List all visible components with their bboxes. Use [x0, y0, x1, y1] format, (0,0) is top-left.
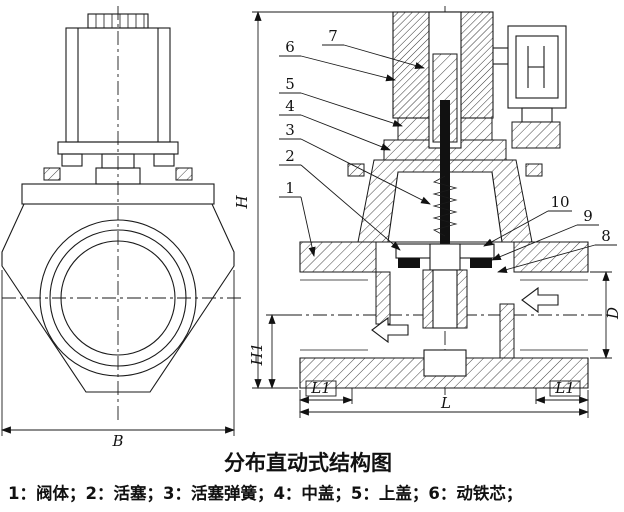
flow-arrows: [371, 286, 559, 344]
piston-spring: [432, 175, 458, 237]
valve-body-front: [1, 183, 235, 393]
dim-label-B: B: [111, 432, 123, 450]
body-outline: [1, 203, 235, 393]
coil-assembly-front: [43, 13, 193, 185]
cover-gasket-left: [347, 163, 365, 177]
legend-line: 1：阀体；2：活塞；3：活塞弹簧；4：中盖；5：上盖；6：动铁芯；: [8, 483, 522, 503]
section-view: [299, 11, 589, 389]
dim-label-D: D: [604, 307, 622, 320]
dim-label-H: H: [233, 195, 251, 210]
seal-left: [398, 258, 420, 268]
diagram-title: 分布直动式结构图: [224, 451, 392, 475]
dimensions: H H1 L L1 L1 D B: [1, 11, 622, 450]
callout-6: 6: [285, 38, 295, 56]
callout-8: 8: [601, 227, 611, 245]
gasket-right: [175, 167, 193, 181]
dim-label-H1: H1: [248, 343, 266, 367]
port-circle-outer: [39, 219, 197, 377]
piston-assembly: [395, 175, 495, 329]
dim-label-L1-right: L1: [554, 379, 575, 397]
connector-bracket: [511, 121, 561, 149]
callouts: 7 6 5 4 3 2 1 10 9 8: [279, 27, 617, 274]
callout-9: 9: [583, 207, 593, 225]
stem: [440, 100, 450, 246]
left-view: [1, 13, 235, 393]
coil-section: [392, 11, 494, 246]
body-section: [299, 241, 589, 389]
seat-wall-left: [422, 269, 434, 329]
callout-1: 1: [285, 179, 295, 197]
port-circle-mid: [49, 229, 187, 367]
callout-3: 3: [285, 121, 295, 139]
cover-gasket-right: [525, 163, 543, 177]
top-wall-left: [299, 241, 377, 273]
connector-inner: [515, 35, 559, 99]
piston-hub: [429, 243, 461, 271]
flow-arrow-icon: [521, 286, 559, 314]
callout-2: 2: [285, 147, 295, 165]
caption: 分布直动式结构图 1：阀体；2：活塞；3：活塞弹簧；4：中盖；5：上盖；6：动铁…: [8, 451, 522, 503]
callout-7: 7: [328, 27, 338, 45]
sump: [423, 349, 467, 377]
connector-stem: [521, 107, 553, 123]
port-circle-inner: [60, 240, 176, 356]
callout-5: 5: [285, 75, 295, 93]
seal-right: [470, 258, 492, 268]
seat-wall-right: [456, 269, 468, 329]
partition-right: [499, 303, 515, 359]
dim-label-L: L: [440, 394, 451, 412]
dim-label-L1-left: L1: [310, 379, 331, 397]
callout-4: 4: [285, 97, 295, 115]
partition-left: [375, 271, 391, 325]
flow-arrow-icon: [371, 316, 409, 344]
gasket-left: [43, 167, 61, 181]
seat-bore: [432, 269, 458, 329]
connector: [493, 25, 567, 149]
callout-10: 10: [550, 193, 569, 211]
